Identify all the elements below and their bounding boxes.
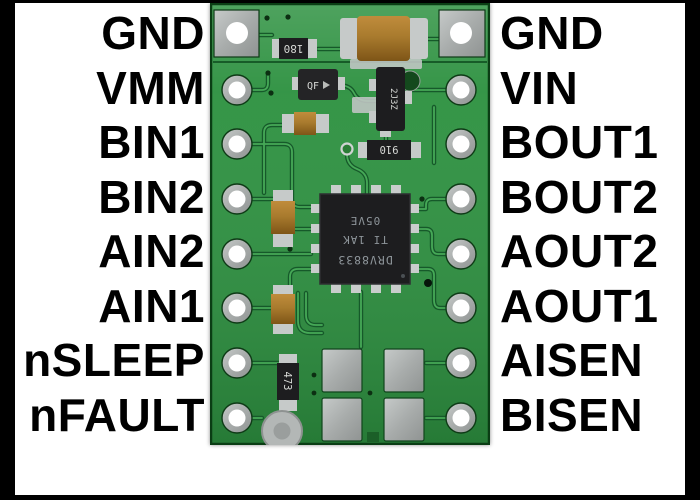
ceramic-capacitor-small (282, 112, 329, 135)
mounting-pad-center (273, 422, 291, 440)
resistor-180-marking: 180 (284, 42, 304, 55)
solder-regions (350, 59, 422, 113)
chip-marking-line2: TI 1AK (342, 233, 388, 246)
frame-right (685, 0, 700, 500)
pin-label-ain1: AIN1 (98, 280, 205, 332)
via-dots (264, 14, 432, 396)
frame-top (0, 0, 700, 3)
pin-label-bisen: BISEN (500, 389, 644, 441)
pin-label-nfault: nFAULT (29, 389, 205, 441)
diode-symbol-icon (323, 81, 330, 89)
sense-pads (321, 348, 425, 442)
chip-marking-line1: DRV8833 (337, 253, 392, 267)
frame-bottom (0, 495, 700, 500)
pin-label-aout2: AOUT2 (500, 225, 659, 277)
chip-body (319, 193, 411, 285)
pin-label-vmm: VMM (96, 62, 205, 114)
hole (450, 22, 472, 44)
pin-label-vin: VIN (500, 62, 579, 114)
resistor-180: 180 (272, 38, 317, 59)
resistor-473: 473 (277, 354, 299, 411)
pcb-board-photo: 180 QF 2J3Z (210, 3, 490, 445)
pin-pads-left (213, 9, 260, 434)
ceramic-capacitor-large (340, 16, 428, 61)
resistor-473-marking: 473 (281, 372, 293, 391)
pin-label-bout2: BOUT2 (500, 171, 659, 223)
pin-label-gnd-left: GND (101, 7, 205, 59)
pin-label-aout1: AOUT1 (500, 280, 659, 332)
diode-marking: QF (307, 81, 319, 92)
drv8833-chip: DRV8833 TI 1AK 05VE (311, 185, 419, 293)
pin-label-bin1: BIN1 (98, 116, 205, 168)
resistor-910-marking: 910 (380, 143, 399, 155)
bottom-component (367, 432, 379, 442)
hole (226, 22, 248, 44)
pin-label-nsleep: nSLEEP (23, 334, 205, 386)
bypass-capacitor-2 (271, 285, 295, 334)
frame-left (0, 0, 15, 500)
sot23-transistor: 2J3Z (369, 67, 412, 137)
chip-markings: DRV8833 TI 1AK 05VE (337, 214, 392, 267)
board-edge (210, 3, 490, 445)
bypass-capacitor-1 (271, 190, 295, 247)
pin-label-aisen: AISEN (500, 334, 644, 386)
resistor-910: 910 (358, 140, 421, 160)
chip-marking-line3: 05VE (350, 214, 381, 227)
pin-label-gnd-right: GND (500, 7, 604, 59)
transistor-marking: 2J3Z (388, 88, 398, 110)
chip-pins (311, 185, 419, 293)
pin1-dot (401, 274, 405, 278)
pin-label-bout1: BOUT1 (500, 116, 659, 168)
pin-label-ain2: AIN2 (98, 225, 205, 277)
pin-pads-right (438, 9, 486, 434)
ring-via (340, 142, 354, 156)
diode-qf: QF (292, 69, 345, 100)
pin-label-bin2: BIN2 (98, 171, 205, 223)
